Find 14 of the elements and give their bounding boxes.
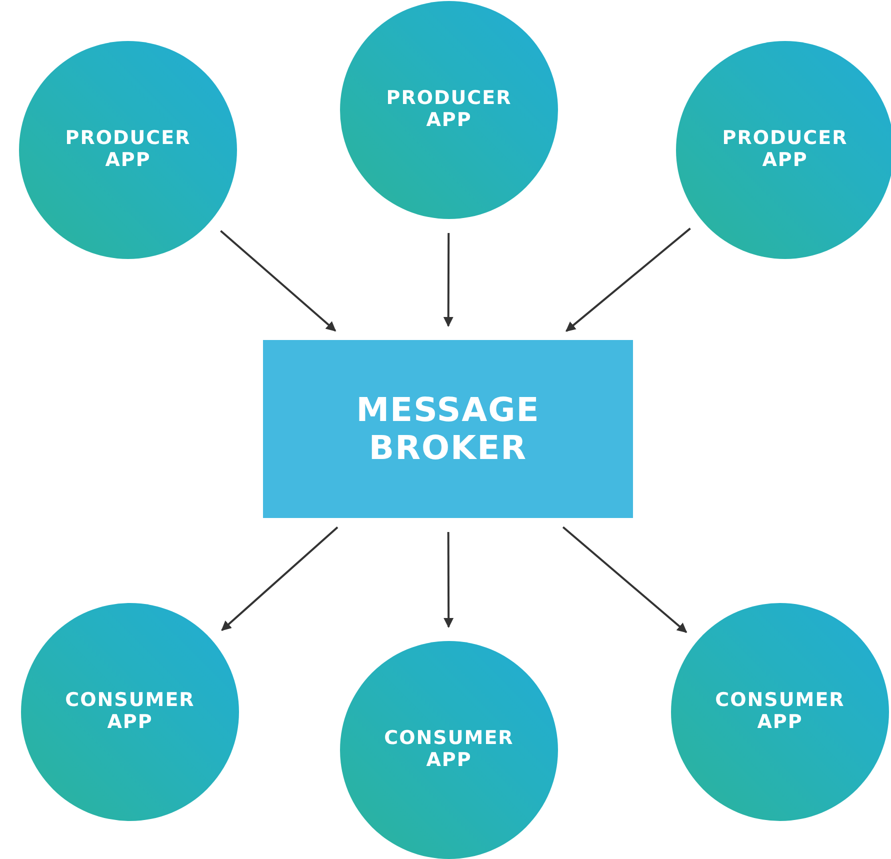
node-label: PRODUCER APP [385, 88, 513, 132]
arrow [220, 230, 336, 332]
node-label: PRODUCER APP [721, 128, 849, 172]
node-label: CONSUMER APP [383, 728, 515, 772]
broker-box [263, 340, 633, 518]
arrow [562, 526, 688, 633]
node-label: PRODUCER APP [64, 128, 192, 172]
node-label: CONSUMER APP [64, 690, 196, 734]
node-label: CONSUMER APP [714, 690, 846, 734]
arrow [443, 233, 454, 327]
node-label: MESSAGE BROKER [355, 391, 541, 467]
arrow [444, 532, 454, 628]
arrow [221, 526, 338, 631]
arrow [566, 228, 691, 332]
